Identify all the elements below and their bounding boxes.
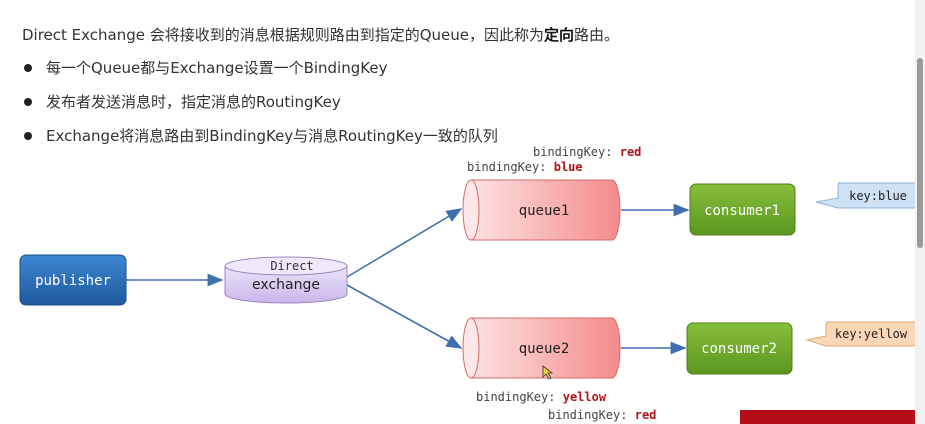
- intro-bold: 定向: [544, 26, 575, 44]
- publisher-node: publisher: [19, 254, 127, 306]
- bullet-item: 每一个Queue都与Exchange设置一个BindingKey: [22, 58, 498, 92]
- consumer1-node: consumer1: [689, 183, 796, 236]
- consumer1-note: key:blue: [815, 182, 918, 209]
- cursor-icon: [542, 365, 554, 380]
- queue1-binding-blue: bindingKey: blue: [467, 160, 583, 174]
- exchange-node: Direct exchange: [224, 256, 348, 304]
- vertical-scrollbar[interactable]: [915, 0, 925, 424]
- exchange-type-label: Direct: [270, 259, 313, 273]
- exchange-label: exchange: [252, 277, 320, 293]
- arrow-exchange-queue1: [346, 208, 463, 278]
- intro-text: Direct Exchange 会将接收到的消息根据规则路由到指定的Queue，…: [22, 26, 620, 44]
- queue1-node: queue1: [462, 179, 621, 241]
- queue2-label: queue2: [519, 341, 570, 357]
- bullet-item: Exchange将消息路由到BindingKey与消息RoutingKey一致的…: [22, 126, 498, 160]
- arrow-exchange-queue2: [346, 284, 463, 349]
- queue2-node: queue2: [462, 317, 621, 379]
- consumer2-label: consumer2: [701, 341, 777, 357]
- consumer2-note: key:yellow: [805, 321, 917, 347]
- scrollbar-thumb[interactable]: [917, 58, 923, 248]
- queue1-label: queue1: [519, 203, 570, 219]
- consumer2-note-text: key:yellow: [835, 327, 908, 341]
- queue2-binding-yellow: bindingKey: yellow: [476, 390, 607, 404]
- publisher-label: publisher: [35, 273, 111, 289]
- consumer1-label: consumer1: [704, 203, 780, 219]
- arrows: [126, 203, 690, 355]
- corner-banner: [740, 410, 925, 424]
- bullet-item: 发布者发送消息时，指定消息的RoutingKey: [22, 92, 498, 126]
- queue2-binding-red: bindingKey: red: [548, 408, 657, 422]
- consumer1-note-text: key:blue: [849, 189, 907, 203]
- bullet-list: 每一个Queue都与Exchange设置一个BindingKey 发布者发送消息…: [22, 58, 498, 160]
- queue1-binding-red: bindingKey: red: [533, 145, 642, 159]
- consumer2-node: consumer2: [686, 322, 793, 375]
